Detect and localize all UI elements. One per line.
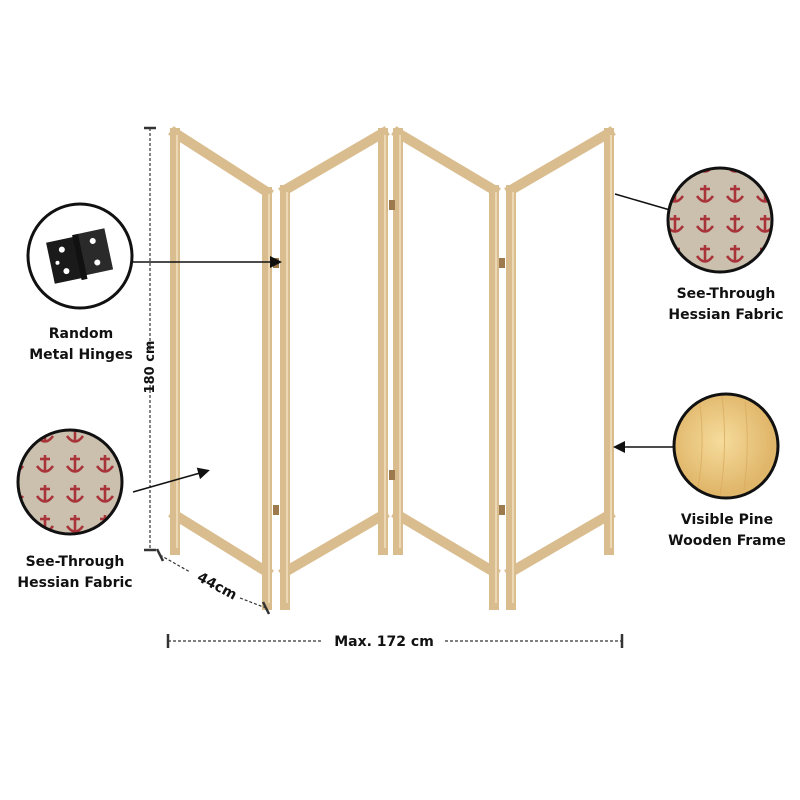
- width-label: Max. 172 cm: [334, 634, 434, 650]
- label-line: Metal Hinges: [29, 347, 133, 363]
- label-line: Hessian Fabric: [668, 307, 784, 323]
- frame-label: Visible Pine Wooden Frame: [662, 510, 792, 552]
- height-dimension: [144, 126, 156, 552]
- label-line: Hessian Fabric: [17, 575, 133, 591]
- screen-panel-1: [168, 126, 274, 610]
- hinges-label: Random Metal Hinges: [16, 324, 146, 366]
- width-dimension: [166, 634, 624, 648]
- screen-panel-3: [391, 126, 501, 610]
- depth-label: 44cm: [194, 569, 239, 603]
- hinge-detail-circle: [26, 202, 134, 310]
- depth-dimension: [155, 548, 271, 615]
- screen-panel-4: [504, 126, 616, 610]
- label-line: See-Through: [25, 554, 125, 570]
- label-line: Random: [48, 326, 114, 342]
- height-label: 180 cm: [143, 341, 158, 394]
- label-line: Wooden Frame: [668, 533, 786, 549]
- hinge-marks: [273, 200, 505, 515]
- label-line: Visible Pine: [680, 512, 774, 528]
- fabric-detail-circle-right: [666, 166, 774, 274]
- pine-wood-detail-circle: [672, 392, 780, 500]
- label-line: See-Through: [676, 286, 776, 302]
- fabric-left-label: See-Through Hessian Fabric: [5, 552, 145, 594]
- fabric-right-label: See-Through Hessian Fabric: [656, 284, 796, 326]
- fabric-left-arrow: [132, 467, 210, 493]
- screen-panel-2: [278, 126, 390, 610]
- hinge-icon: [46, 228, 114, 284]
- fabric-detail-circle-left: [16, 428, 124, 536]
- fabric-right-pointer: [614, 193, 671, 211]
